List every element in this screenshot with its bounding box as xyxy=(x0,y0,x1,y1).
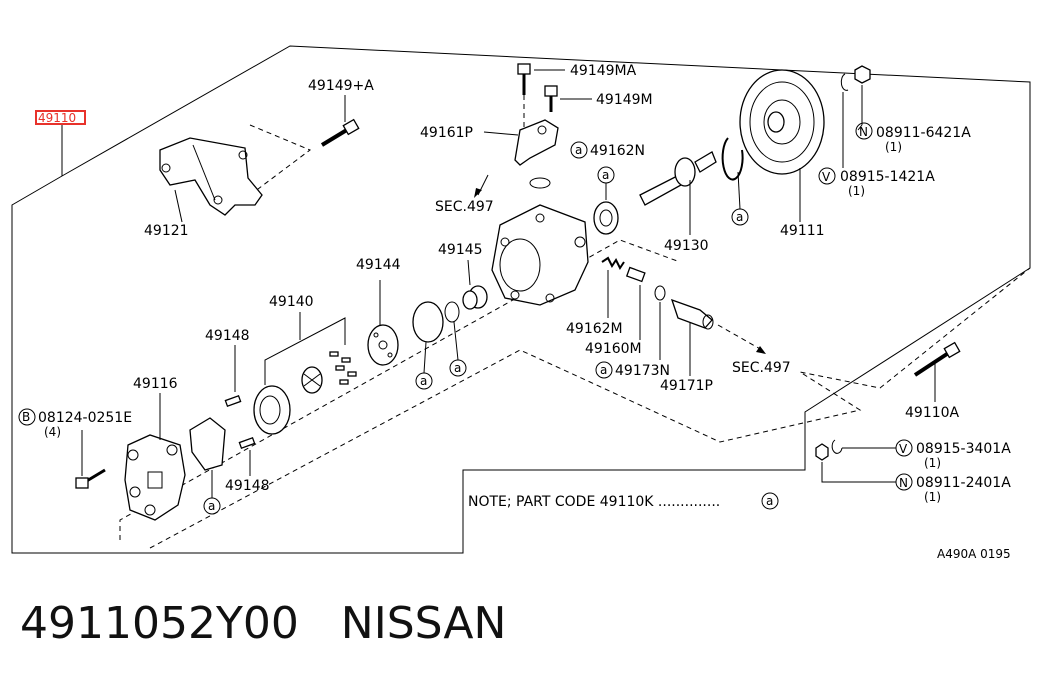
nut-08911-6421A-part xyxy=(854,65,871,84)
oil-seal xyxy=(593,201,619,235)
svg-text:a: a xyxy=(420,374,427,388)
nut-08911-2401A-part xyxy=(815,443,829,461)
cam-ring-49140 xyxy=(253,385,291,435)
sub-assembly-outline-2 xyxy=(119,239,681,540)
label-49173N: 49173N xyxy=(615,363,670,379)
diagram-ref-code: A490A 0195 xyxy=(937,547,1011,561)
svg-text:B: B xyxy=(22,410,30,424)
o-ring-49173N xyxy=(654,285,666,301)
label-49144: 49144 xyxy=(356,257,401,273)
bolt-08124-0251E xyxy=(75,468,106,489)
label-49160M: 49160M xyxy=(585,341,642,357)
part-49144 xyxy=(367,324,399,366)
pump-body xyxy=(491,204,589,306)
circle-a-49173N xyxy=(595,361,613,379)
label-49121: 49121 xyxy=(144,223,189,239)
svg-text:a: a xyxy=(575,143,582,157)
label-08911-6421A: 08911-6421A xyxy=(876,125,971,141)
circle-a-note xyxy=(761,492,779,510)
pin-49148-b xyxy=(238,436,256,450)
qty-08915-3401A: (1) xyxy=(924,456,941,470)
bolt-49149MA xyxy=(517,63,531,95)
label-49116: 49116 xyxy=(133,376,178,392)
label-49162N: 49162N xyxy=(590,143,645,159)
svg-text:V: V xyxy=(899,442,908,456)
highlight-box-49110[interactable] xyxy=(35,110,86,125)
pulley-49111 xyxy=(739,69,825,175)
washer-08915-1421A-part xyxy=(840,73,849,91)
qty-08911-2401A: (1) xyxy=(924,490,941,504)
label-49140: 49140 xyxy=(269,294,314,310)
svg-text:a: a xyxy=(454,361,461,375)
label-49161P: 49161P xyxy=(420,125,473,141)
label-sec497-a: SEC.497 xyxy=(435,199,494,215)
label-08915-1421A: 08915-1421A xyxy=(840,169,935,185)
label-49130: 49130 xyxy=(664,238,709,254)
qty-08915-1421A: (1) xyxy=(848,184,865,198)
label-49110A: 49110A xyxy=(905,405,960,421)
o-ring-49162N xyxy=(529,177,551,189)
bracket-49121 xyxy=(159,137,263,216)
bolt-49149A xyxy=(320,118,360,147)
bolt-49110A xyxy=(913,341,961,377)
note-part-code: NOTE; PART CODE 49110K .............. xyxy=(468,494,720,510)
o-ring-small xyxy=(444,301,460,323)
symbol-N-1 xyxy=(855,122,873,140)
bolt-49149M xyxy=(544,85,558,112)
svg-text:a: a xyxy=(208,499,215,513)
shaft-49130 xyxy=(639,151,717,206)
label-49145: 49145 xyxy=(438,242,483,258)
washer-08915-3401A-part xyxy=(831,439,843,454)
bracket-outline xyxy=(249,124,311,196)
label-49149M: 49149M xyxy=(596,92,653,108)
valve-49160M xyxy=(625,266,646,283)
footer-part-number: 4911052Y00 xyxy=(20,598,299,649)
footer-caption: 4911052Y00 NISSAN xyxy=(20,598,506,649)
footer-brand: NISSAN xyxy=(340,598,507,649)
label-08911-2401A: 08911-2401A xyxy=(916,475,1011,491)
vanes-49140 xyxy=(329,351,357,385)
side-plate-49116 xyxy=(124,434,186,521)
symbol-B xyxy=(18,408,36,426)
fitting-49161P xyxy=(514,119,559,166)
label-08124-0251E: 08124-0251E xyxy=(38,410,132,426)
qty-08911-6421A: (1) xyxy=(885,140,902,154)
symbol-V-2 xyxy=(895,439,913,457)
symbol-N-2 xyxy=(895,473,913,491)
pin-49148-a xyxy=(224,394,242,408)
circle-a-49162N xyxy=(570,141,588,159)
svg-text:a: a xyxy=(600,363,607,377)
spring-49162M xyxy=(601,256,625,270)
label-49148-b: 49148 xyxy=(225,478,270,494)
gasket xyxy=(189,417,226,471)
label-sec497-b: SEC.497 xyxy=(732,360,791,376)
part-49145 xyxy=(462,285,488,310)
label-49149A: 49149+A xyxy=(308,78,374,94)
highlight-label-49110[interactable]: 49110 xyxy=(38,111,76,125)
snap-ring xyxy=(721,137,744,181)
svg-text:N: N xyxy=(899,476,908,490)
label-49171P: 49171P xyxy=(660,378,713,394)
o-ring-large xyxy=(412,301,444,343)
label-49149MA: 49149MA xyxy=(570,63,637,79)
svg-text:V: V xyxy=(822,170,831,184)
connector-49171P xyxy=(670,298,714,330)
symbol-V-1 xyxy=(818,167,836,185)
svg-text:N: N xyxy=(859,125,868,139)
svg-text:a: a xyxy=(766,494,773,508)
label-49162M: 49162M xyxy=(566,321,623,337)
qty-08124-0251E: (4) xyxy=(44,425,61,439)
rotor-49140 xyxy=(301,366,323,394)
label-49148-a: 49148 xyxy=(205,328,250,344)
label-08915-3401A: 08915-3401A xyxy=(916,441,1011,457)
svg-text:a: a xyxy=(736,210,743,224)
sub-assembly-outline xyxy=(149,267,1031,549)
label-49111: 49111 xyxy=(780,223,825,239)
svg-text:a: a xyxy=(602,168,609,182)
